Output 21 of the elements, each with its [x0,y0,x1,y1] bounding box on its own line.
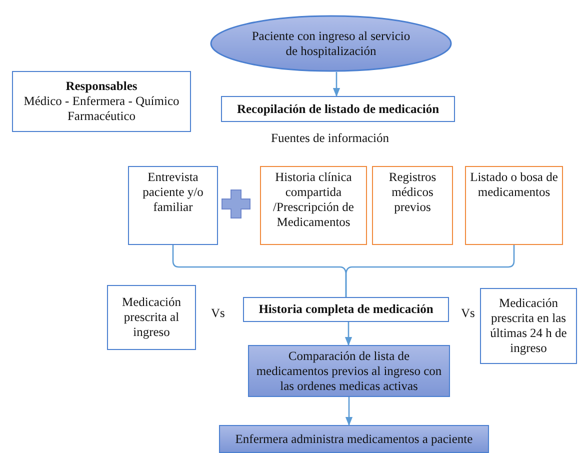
versus-label: Vs [211,306,225,320]
source-box: Listado o bosa de medicamentos [465,166,563,245]
start-ellipse: Paciente con ingreso al servicio de hospitalización [210,15,452,72]
info-box: Medicación prescrita en las últimas 24 h de ingreso [480,288,577,364]
process-box: Enfermera administra medicamentos a paciente [219,425,489,453]
source-box: Historia clínica compartida /Prescripción de Medicamentos [260,166,367,245]
heading: Responsables [66,79,138,94]
section-label: Fuentes de información [271,130,390,146]
source-box: Entrevista paciente y/o familiar [128,166,218,245]
process-box: Historia completa de medicación [243,297,449,322]
process-box: Recopilación de listado de medicación [221,96,455,122]
versus-label: Vs [461,306,475,320]
arrow [344,322,352,346]
arrow [332,72,340,97]
info-box: Medicación prescrita al ingreso [107,285,196,350]
arrow [345,397,353,426]
source-box: Registros médicos previos [372,166,453,245]
process-box: Comparación de lista de medicamentos previos al ingreso con las ordenes medicas activas [248,345,450,397]
bracket-connector [345,245,515,297]
responsibles-box [12,71,191,132]
body-text: Médico - Enfermera - Químico Farmacéutico [22,94,180,124]
